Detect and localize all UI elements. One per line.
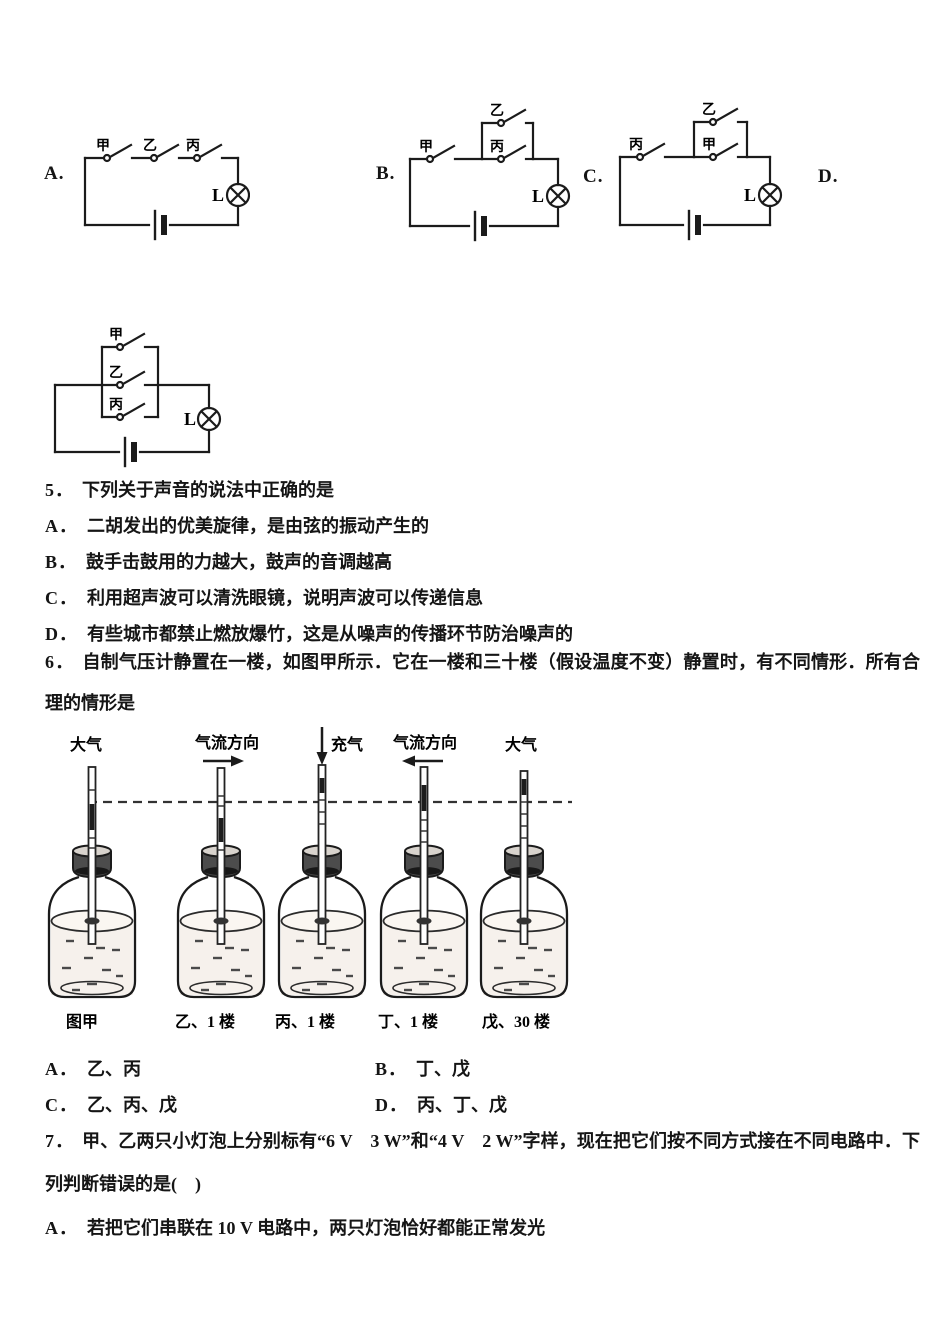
bottle-wu — [479, 770, 569, 999]
question-6-options: A． 乙、丙 B． 丁、戊 C． 乙、丙、戊 D． 丙、丁、戊 — [45, 1051, 920, 1123]
question-6-stem: 6．自制气压计静置在一楼，如图甲所示．它在一楼和三十楼（假设温度不变）静置时，有… — [45, 642, 920, 724]
question-7-stem-text: 甲、乙两只小灯泡上分别标有“6 V 3 W”和“4 V 2 W”字样，现在把它们… — [45, 1131, 920, 1194]
switch-label: 乙 — [109, 365, 123, 381]
option-label: C． — [45, 588, 78, 608]
circuit-option-letter-c: C. — [583, 166, 604, 187]
circuit-option-letter-b: B. — [376, 163, 396, 184]
option-text: 有些城市都禁止燃放爆竹，这是从噪声的传播环节防治噪声的 — [87, 624, 573, 644]
circuit-option-letter-d: D. — [818, 166, 839, 187]
question-5-option-d: D． 有些城市都禁止燃放爆竹，这是从噪声的传播环节防治噪声的 — [45, 616, 920, 652]
airflow-right-arrow — [203, 755, 244, 767]
circuit-a-diagram: 甲 乙 丙 L — [83, 138, 250, 241]
option-label: B． — [45, 552, 78, 572]
option-label: D． — [375, 1095, 408, 1115]
question-6-option-d: D． 丙、丁、戊 — [375, 1087, 507, 1123]
figure-top-label: 大气 — [505, 735, 537, 754]
bottle-bing — [277, 764, 367, 999]
figure-top-label: 气流方向 — [392, 733, 457, 752]
figure-bottom-label: 图甲 — [66, 1013, 98, 1031]
question-6-option-a: A． 乙、丙 — [45, 1051, 375, 1087]
question-5-option-a: A． 二胡发出的优美旋律，是由弦的振动产生的 — [45, 508, 920, 544]
question-5-number: 5． — [45, 480, 74, 500]
option-text: 乙、丙、戊 — [87, 1095, 177, 1115]
inflate-down-arrow — [316, 727, 328, 765]
question-7-number: 7． — [45, 1131, 75, 1151]
airflow-left-arrow — [402, 755, 443, 767]
bottle-jia — [47, 766, 137, 999]
circuit-option-letter-a: A. — [44, 163, 65, 184]
option-text: 乙、丙 — [87, 1059, 141, 1079]
question-7-stem: 7．甲、乙两只小灯泡上分别标有“6 V 3 W”和“4 V 2 W”字样，现在把… — [45, 1120, 920, 1206]
switch-label: 丙 — [629, 137, 643, 153]
bottle-ding — [379, 766, 469, 999]
question-6: 6．自制气压计静置在一楼，如图甲所示．它在一楼和三十楼（假设温度不变）静置时，有… — [45, 642, 920, 724]
option-label: B． — [375, 1059, 408, 1079]
lamp-label: L — [184, 409, 196, 429]
question-7-option-a: A． 若把它们串联在 10 V 电路中，两只灯泡恰好都能正常发光 — [45, 1210, 920, 1246]
option-text: 丁、戊 — [416, 1059, 471, 1079]
switch-label: 甲 — [702, 137, 716, 153]
option-label: A． — [45, 516, 78, 536]
option-label: D． — [45, 624, 78, 644]
circuit-c-diagram: 丙 乙 甲 L — [618, 102, 783, 241]
switch-label: 乙 — [143, 138, 157, 154]
switch-label: 丙 — [186, 138, 200, 154]
question-5-stem: 5． 下列关于声音的说法中正确的是 — [45, 472, 920, 508]
question-6-number: 6． — [45, 652, 75, 672]
circuit-b-diagram: 甲 乙 丙 L — [408, 103, 571, 242]
figure-bottom-label: 丁、1 楼 — [378, 1012, 438, 1031]
switch-label: 甲 — [109, 327, 123, 343]
option-label: A． — [45, 1218, 78, 1238]
switch-label: 甲 — [419, 139, 433, 155]
option-text: 鼓手击鼓用的力越大，鼓声的音调越高 — [86, 552, 393, 572]
figure-top-label: 充气 — [331, 735, 363, 754]
switch-label: 丙 — [109, 397, 123, 413]
lamp-label: L — [532, 186, 544, 206]
figure-bottom-label: 戊、30 楼 — [482, 1012, 550, 1031]
barometer-figure: 大气 气流方向 充气 气流方向 大气 — [47, 727, 572, 1031]
question-6-option-c: C． 乙、丙、戊 — [45, 1087, 375, 1123]
bottle-yi — [176, 767, 266, 999]
option-text: 丙、丁、戊 — [417, 1095, 507, 1115]
lamp-label: L — [744, 185, 756, 205]
switch-label: 乙 — [490, 103, 504, 119]
option-label: A． — [45, 1059, 78, 1079]
question-5-option-c: C． 利用超声波可以清洗眼镜，说明声波可以传递信息 — [45, 580, 920, 616]
option-text: 利用超声波可以清洗眼镜，说明声波可以传递信息 — [87, 588, 483, 608]
figure-bottom-label: 乙、1 楼 — [175, 1012, 235, 1031]
option-text: 若把它们串联在 10 V 电路中，两只灯泡恰好都能正常发光 — [87, 1218, 546, 1238]
option-text: 二胡发出的优美旋律，是由弦的振动产生的 — [87, 516, 429, 536]
figure-top-label: 气流方向 — [194, 733, 259, 752]
question-7: 7．甲、乙两只小灯泡上分别标有“6 V 3 W”和“4 V 2 W”字样，现在把… — [45, 1120, 920, 1246]
switch-label: 丙 — [490, 139, 504, 155]
switch-label: 乙 — [702, 102, 716, 118]
lamp-label: L — [212, 185, 224, 205]
figure-bottom-label: 丙、1 楼 — [275, 1012, 335, 1031]
question-5-option-b: B． 鼓手击鼓用的力越大，鼓声的音调越高 — [45, 544, 920, 580]
circuit-d-diagram: 甲 乙 丙 L — [53, 327, 222, 468]
switch-label: 甲 — [96, 138, 110, 154]
question-5-stem-text: 下列关于声音的说法中正确的是 — [82, 480, 334, 500]
option-label: C． — [45, 1095, 78, 1115]
question-6-option-b: B． 丁、戊 — [375, 1051, 470, 1087]
question-5: 5． 下列关于声音的说法中正确的是 A． 二胡发出的优美旋律，是由弦的振动产生的 B… — [45, 472, 920, 652]
question-6-stem-text: 自制气压计静置在一楼，如图甲所示．它在一楼和三十楼（假设温度不变）静置时，有不同… — [45, 652, 921, 713]
figure-top-label: 大气 — [70, 735, 102, 754]
